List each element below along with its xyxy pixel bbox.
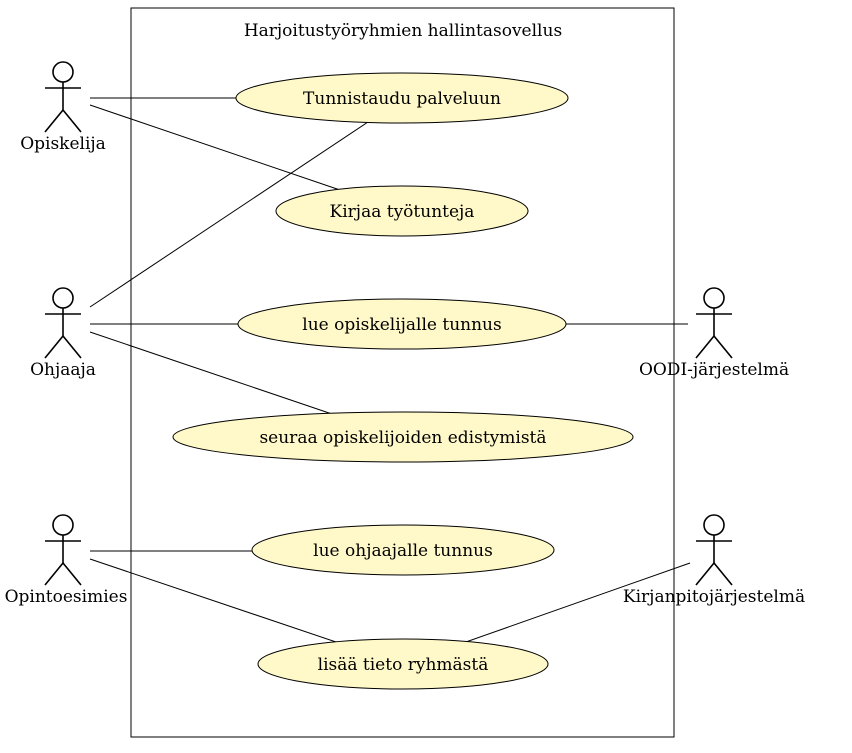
use-case-tunnistaudu-ellipse xyxy=(235,72,569,124)
use-case-lisaa[interactable]: lisää tieto ryhmästä xyxy=(257,638,549,690)
system-boundary: Harjoitustyöryhmien hallintasovellus xyxy=(130,7,675,738)
actor-right-leg xyxy=(62,109,82,133)
actor-head xyxy=(52,514,74,536)
use-case-seuraa[interactable]: seuraa opiskelijoiden edistymistä xyxy=(172,411,634,463)
actor-left-leg xyxy=(44,335,64,359)
use-case-lue-ohjaaja[interactable]: lue ohjaajalle tunnus xyxy=(251,524,555,576)
use-case-lue-ohjaaja-ellipse xyxy=(251,524,555,576)
use-case-kirjaa-label: Kirjaa työtunteja xyxy=(330,202,475,222)
use-case-lisaa-ellipse xyxy=(257,638,549,690)
actor-ohjaaja-label: Ohjaaja xyxy=(30,360,96,380)
use-case-tunnistaudu-label: Tunnistaudu palveluun xyxy=(303,89,501,109)
use-case-lue-opiskelija-label: lue opiskelijalle tunnus xyxy=(302,315,501,335)
use-case-lue-opiskelija[interactable]: lue opiskelijalle tunnus xyxy=(237,298,567,350)
actor-right-leg xyxy=(713,562,733,586)
edge-lisaa-kirjanpito xyxy=(462,562,691,644)
actor-left-leg xyxy=(695,562,715,586)
actor-oodi-label: OODI-järjestelmä xyxy=(639,360,789,380)
use-case-lue-opiskelija-ellipse xyxy=(237,298,567,350)
actor-head xyxy=(703,287,725,309)
use-case-seuraa-ellipse xyxy=(172,411,634,463)
actor-right-leg xyxy=(62,335,82,359)
actor-kirjanpito-label: Kirjanpitojärjestelmä xyxy=(623,587,805,607)
actor-opintoesimies-label: Opintoesimies xyxy=(5,587,128,607)
actor-oodi[interactable]: OODI-järjestelmä xyxy=(639,287,789,380)
actor-head xyxy=(52,61,74,83)
actor-left-leg xyxy=(44,562,64,586)
actor-right-leg xyxy=(713,335,733,359)
system-boundary-box xyxy=(130,7,675,738)
use-case-kirjaa-ellipse xyxy=(275,185,529,237)
system-title: Harjoitustyöryhmien hallintasovellus xyxy=(244,21,562,41)
edge-opiskelija-kirjaa xyxy=(89,104,341,191)
use-case-lue-ohjaaja-label: lue ohjaajalle tunnus xyxy=(313,541,493,561)
actor-opiskelija-label: Opiskelija xyxy=(20,134,106,154)
use-case-tunnistaudu[interactable]: Tunnistaudu palveluun xyxy=(235,72,569,124)
edge-ohjaaja-seuraa xyxy=(89,331,333,415)
use-case-kirjaa[interactable]: Kirjaa työtunteja xyxy=(275,185,529,237)
actor-kirjanpito[interactable]: Kirjanpitojärjestelmä xyxy=(623,514,805,607)
actor-head xyxy=(52,287,74,309)
actor-right-leg xyxy=(62,562,82,586)
actor-head xyxy=(703,514,725,536)
use-case-lisaa-label: lisää tieto ryhmästä xyxy=(318,655,489,675)
associations xyxy=(89,97,691,644)
actor-opiskelija[interactable]: Opiskelija xyxy=(20,61,106,154)
actor-left-leg xyxy=(695,335,715,359)
edge-ohjaaja-tunnistaudu xyxy=(89,121,369,308)
actor-ohjaaja[interactable]: Ohjaaja xyxy=(30,287,96,380)
use-case-seuraa-label: seuraa opiskelijoiden edistymistä xyxy=(259,428,546,448)
actor-left-leg xyxy=(44,109,64,133)
actor-opintoesimies[interactable]: Opintoesimies xyxy=(5,514,128,607)
